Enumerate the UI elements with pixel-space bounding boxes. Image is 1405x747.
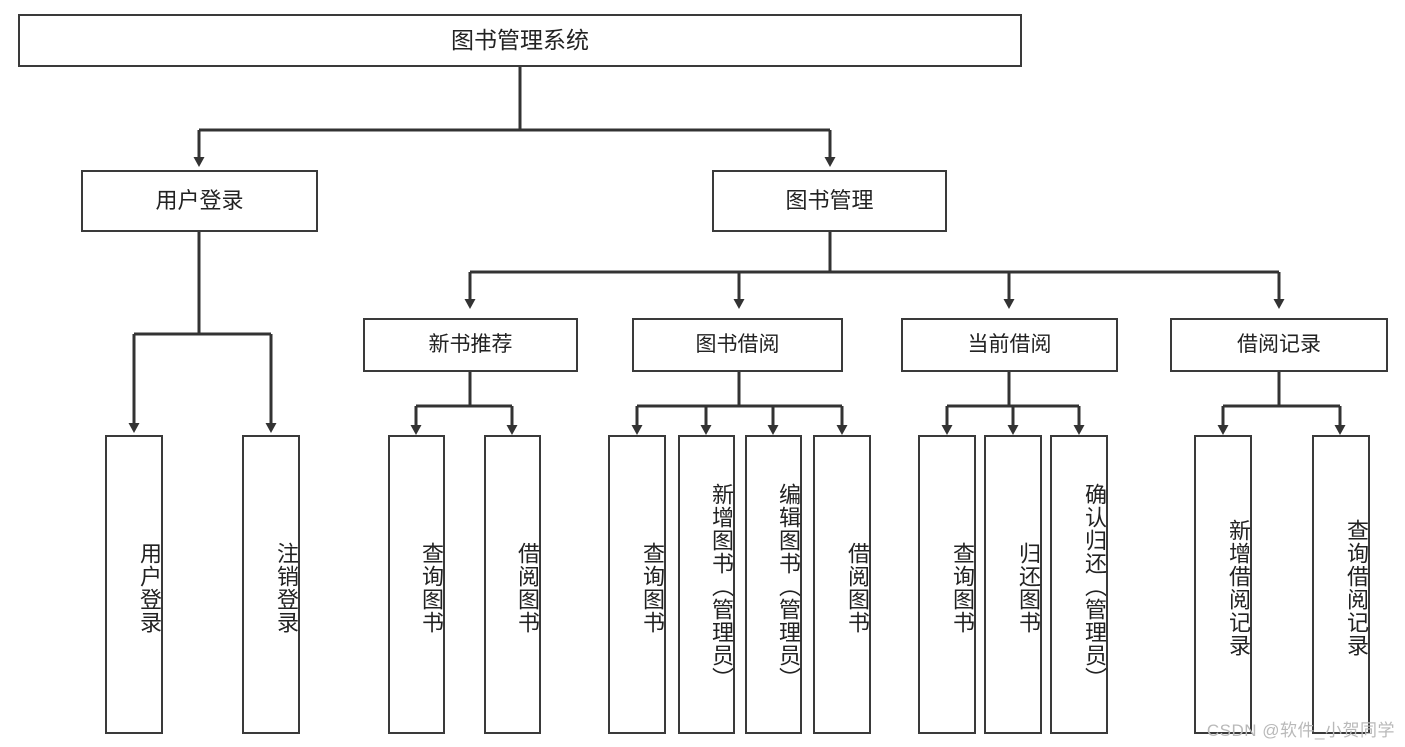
leaf-borrow-borrow-book[interactable]: 借阅图书: [813, 435, 871, 734]
node-book-management-label: 图书管理: [785, 187, 874, 213]
node-book-management[interactable]: 图书管理: [712, 170, 947, 232]
leaf-recommend-borrow-book[interactable]: 借阅图书: [484, 435, 541, 734]
leaf-current-confirm-return-label: 确认归还（管理员）: [1082, 483, 1107, 690]
node-user-login[interactable]: 用户登录: [81, 170, 318, 232]
leaf-current-confirm-return[interactable]: 确认归还（管理员）: [1050, 435, 1108, 734]
node-current-borrow-label: 当前借阅: [967, 333, 1052, 357]
node-book-borrow-label: 图书借阅: [695, 333, 780, 357]
leaf-current-query-book-label: 查询图书: [950, 541, 975, 634]
node-user-login-label: 用户登录: [155, 187, 244, 213]
leaf-borrow-query-book[interactable]: 查询图书: [608, 435, 666, 734]
leaf-current-return-book[interactable]: 归还图书: [984, 435, 1042, 734]
leaf-borrow-edit-book[interactable]: 编辑图书（管理员）: [745, 435, 802, 734]
node-borrow-record-label: 借阅记录: [1237, 333, 1321, 357]
node-new-book-recommend-label: 新书推荐: [428, 333, 513, 357]
node-root[interactable]: 图书管理系统: [18, 14, 1022, 67]
leaf-current-query-book[interactable]: 查询图书: [918, 435, 976, 734]
leaf-record-query[interactable]: 查询借阅记录: [1312, 435, 1370, 734]
node-root-label: 图书管理系统: [451, 26, 589, 53]
leaf-current-return-book-label: 归还图书: [1016, 541, 1041, 634]
leaf-record-add[interactable]: 新增借阅记录: [1194, 435, 1252, 734]
leaf-user-login-label: 用户登录: [137, 541, 162, 634]
leaf-borrow-query-book-label: 查询图书: [640, 541, 665, 634]
leaf-record-query-label: 查询借阅记录: [1344, 518, 1369, 657]
leaf-user-logout-label: 注销登录: [274, 541, 299, 634]
leaf-borrow-add-book-label: 新增图书（管理员）: [709, 483, 734, 690]
node-book-borrow[interactable]: 图书借阅: [632, 318, 843, 372]
leaf-recommend-query-book-label: 查询图书: [419, 541, 444, 634]
leaf-recommend-borrow-book-label: 借阅图书: [515, 541, 540, 634]
leaf-user-login[interactable]: 用户登录: [105, 435, 163, 734]
node-borrow-record[interactable]: 借阅记录: [1170, 318, 1388, 372]
csdn-watermark: CSDN @软件_小贺同学: [1206, 721, 1395, 740]
leaf-recommend-query-book[interactable]: 查询图书: [388, 435, 445, 734]
leaf-borrow-edit-book-label: 编辑图书（管理员）: [776, 483, 801, 690]
leaf-user-logout[interactable]: 注销登录: [242, 435, 300, 734]
node-new-book-recommend[interactable]: 新书推荐: [363, 318, 578, 372]
leaf-borrow-add-book[interactable]: 新增图书（管理员）: [678, 435, 735, 734]
node-current-borrow[interactable]: 当前借阅: [901, 318, 1118, 372]
leaf-record-add-label: 新增借阅记录: [1226, 518, 1251, 657]
leaf-borrow-borrow-book-label: 借阅图书: [845, 541, 870, 634]
